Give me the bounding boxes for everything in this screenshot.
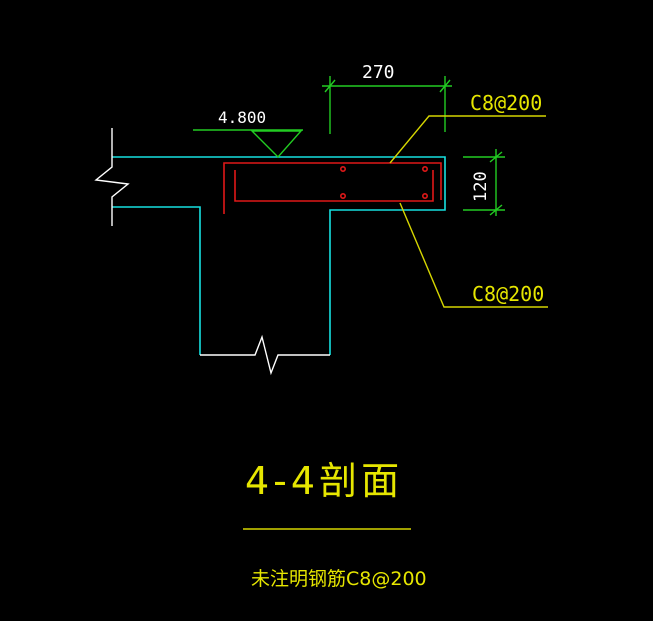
dim-width-label: 270 [362, 62, 395, 83]
dim-width [322, 76, 452, 134]
elevation-marker: 4.800 [193, 108, 303, 159]
left-break-line [94, 128, 130, 226]
rebar-note: 未注明钢筋C8@200 [251, 568, 427, 590]
rebar-group [223, 162, 442, 214]
rebar-dot [421, 193, 428, 200]
dim-width-tick [439, 79, 451, 93]
top-rebar-label: C8@200 [470, 91, 542, 115]
rebar-dot [339, 193, 346, 200]
rebar-leaders [389, 115, 548, 308]
rebar-dot [421, 166, 428, 173]
dim-height [463, 149, 505, 216]
beam-outline-left [112, 206, 201, 355]
dim-height-tick [489, 151, 503, 163]
bottom-break-line [200, 334, 330, 376]
bottom-rebar-leader [399, 202, 548, 308]
elevation-triangle-icon [250, 130, 303, 159]
elevation-label: 4.800 [218, 108, 266, 127]
slab-top-face [112, 156, 446, 355]
top-rebar [223, 162, 442, 214]
bottom-rebar-label: C8@200 [472, 282, 544, 306]
dim-height-tick [489, 204, 503, 216]
rebar-dot [339, 166, 346, 173]
break-lines [94, 128, 330, 376]
bottom-rebar [234, 170, 434, 202]
concrete-outline [112, 156, 446, 355]
section-title: 4-4剖面 [245, 459, 403, 503]
dim-width-tick [324, 79, 336, 93]
top-rebar-leader [389, 115, 546, 164]
dim-height-label: 120 [471, 171, 491, 202]
